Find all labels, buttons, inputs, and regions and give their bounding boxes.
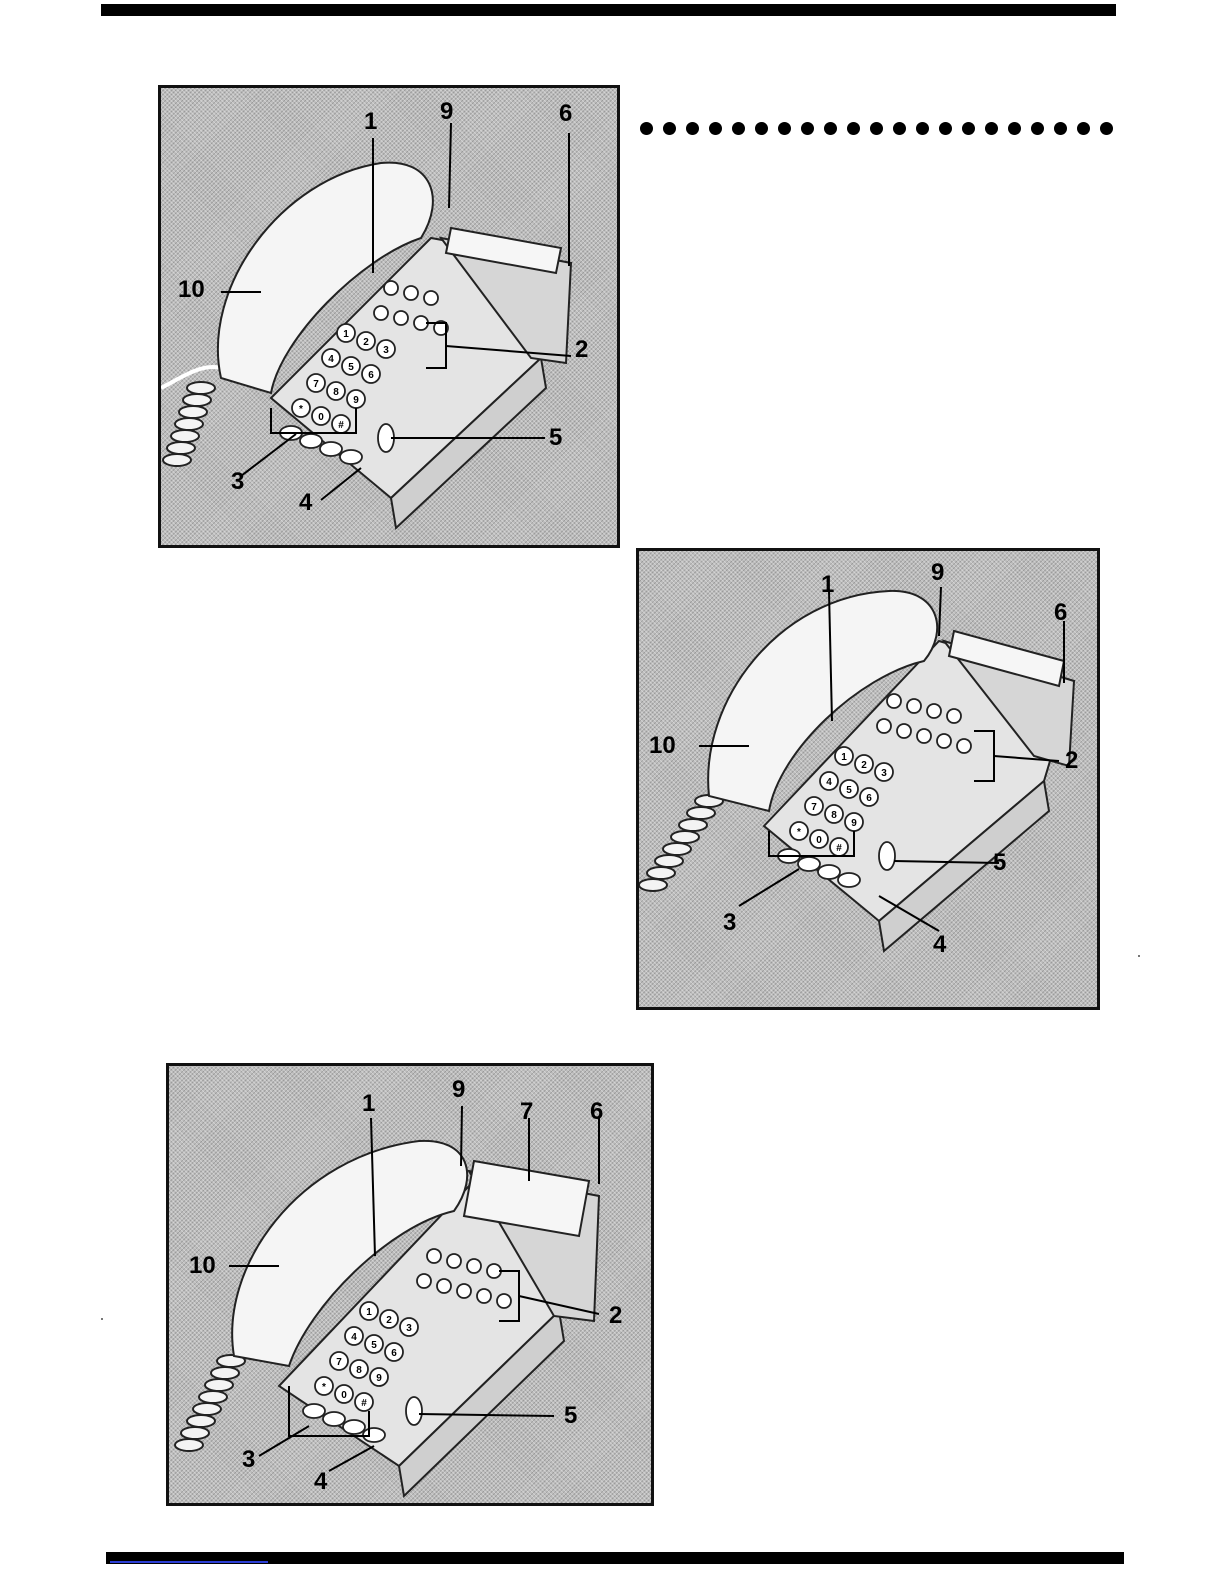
callout-5: 5 <box>549 426 562 450</box>
leader-dot <box>893 122 906 135</box>
callout-3: 3 <box>231 470 244 494</box>
leader-dot <box>824 122 837 135</box>
callout-7: 7 <box>520 1100 533 1124</box>
keypad-key-9: 9 <box>851 818 857 829</box>
keypad-key-0: 0 <box>318 412 324 423</box>
leader-dot <box>939 122 952 135</box>
keypad-key-2: 2 <box>861 760 867 771</box>
callout-2: 2 <box>1065 749 1078 773</box>
callout-3: 3 <box>723 911 736 935</box>
keypad-key-4: 4 <box>351 1332 357 1343</box>
leader-dot <box>686 122 699 135</box>
keypad-key-5: 5 <box>371 1340 377 1351</box>
keypad-key-hash: # <box>338 420 344 431</box>
callout-4: 4 <box>314 1470 327 1494</box>
callout-6: 6 <box>559 102 572 126</box>
keypad-key-3: 3 <box>881 768 887 779</box>
leader-dot <box>778 122 791 135</box>
leader-dot <box>847 122 860 135</box>
keypad-key-2: 2 <box>363 337 369 348</box>
keypad-key-star: * <box>299 404 303 415</box>
leader-dot <box>985 122 998 135</box>
keypad-key-2: 2 <box>386 1315 392 1326</box>
leader-dot <box>732 122 745 135</box>
bottom-rule-link-underline <box>110 1561 268 1563</box>
keypad-key-9: 9 <box>376 1373 382 1384</box>
phone-drawing: 1 2 3 4 5 6 7 8 9 * 0 # <box>169 1066 651 1503</box>
phone-illustration-1: 1 2 3 4 5 6 7 8 9 * 0 # 1 9 6 10 2 5 3 4 <box>158 85 620 548</box>
callout-2: 2 <box>575 338 588 362</box>
keypad-key-1: 1 <box>343 329 349 340</box>
keypad-key-6: 6 <box>866 793 872 804</box>
keypad-key-4: 4 <box>826 777 832 788</box>
keypad-key-3: 3 <box>383 345 389 356</box>
leader-dot <box>709 122 722 135</box>
callout-10: 10 <box>178 278 205 302</box>
phone-drawing: 1 2 3 4 5 6 7 8 9 * 0 # <box>639 551 1097 1007</box>
keypad-key-7: 7 <box>811 802 817 813</box>
callout-5: 5 <box>993 851 1006 875</box>
callout-9: 9 <box>452 1078 465 1102</box>
leader-dot <box>640 122 653 135</box>
callout-6: 6 <box>1054 601 1067 625</box>
scan-speck <box>101 1318 103 1320</box>
leader-dot <box>870 122 883 135</box>
keypad-key-8: 8 <box>333 387 339 398</box>
callout-10: 10 <box>649 734 676 758</box>
keypad-key-8: 8 <box>831 810 837 821</box>
leader-dot <box>801 122 814 135</box>
callout-1: 1 <box>364 110 377 134</box>
keypad-key-5: 5 <box>348 362 354 373</box>
leader-dot <box>1054 122 1067 135</box>
leader-dot <box>916 122 929 135</box>
keypad-key-4: 4 <box>328 354 334 365</box>
keypad-key-6: 6 <box>391 1348 397 1359</box>
callout-1: 1 <box>821 573 834 597</box>
callout-5: 5 <box>564 1404 577 1428</box>
callout-9: 9 <box>931 561 944 585</box>
callout-9: 9 <box>440 100 453 124</box>
keypad-key-star: * <box>322 1382 326 1393</box>
keypad-key-6: 6 <box>368 370 374 381</box>
callout-2: 2 <box>609 1304 622 1328</box>
dotted-leader <box>640 116 1116 140</box>
keypad-key-9: 9 <box>353 395 359 406</box>
keypad-key-7: 7 <box>336 1357 342 1368</box>
callout-4: 4 <box>933 933 946 957</box>
keypad-key-0: 0 <box>341 1390 347 1401</box>
leader-dot <box>1077 122 1090 135</box>
callout-4: 4 <box>299 491 312 515</box>
top-rule <box>101 4 1116 16</box>
keypad-key-7: 7 <box>313 379 319 390</box>
leader-dot <box>755 122 768 135</box>
leader-dot <box>962 122 975 135</box>
keypad-key-star: * <box>797 827 801 838</box>
keypad-key-5: 5 <box>846 785 852 796</box>
leader-dot <box>663 122 676 135</box>
keypad-key-8: 8 <box>356 1365 362 1376</box>
keypad-key-1: 1 <box>841 752 847 763</box>
callout-6: 6 <box>590 1100 603 1124</box>
leader-dot <box>1031 122 1044 135</box>
keypad-key-3: 3 <box>406 1323 412 1334</box>
phone-drawing: 1 2 3 4 5 6 7 8 9 * 0 # <box>161 88 617 545</box>
keypad-key-1: 1 <box>366 1307 372 1318</box>
phone-illustration-3: 1 2 3 4 5 6 7 8 9 * 0 # 1 9 7 6 10 2 5 3… <box>166 1063 654 1506</box>
phone-illustration-2: 1 2 3 4 5 6 7 8 9 * 0 # 1 9 6 10 2 5 3 4 <box>636 548 1100 1010</box>
keypad-key-hash: # <box>361 1398 367 1409</box>
callout-1: 1 <box>362 1092 375 1116</box>
keypad-key-hash: # <box>836 843 842 854</box>
scan-speck <box>1138 955 1140 957</box>
leader-dot <box>1008 122 1021 135</box>
callout-10: 10 <box>189 1254 216 1278</box>
callout-3: 3 <box>242 1448 255 1472</box>
keypad-key-0: 0 <box>816 835 822 846</box>
leader-dot <box>1100 122 1113 135</box>
